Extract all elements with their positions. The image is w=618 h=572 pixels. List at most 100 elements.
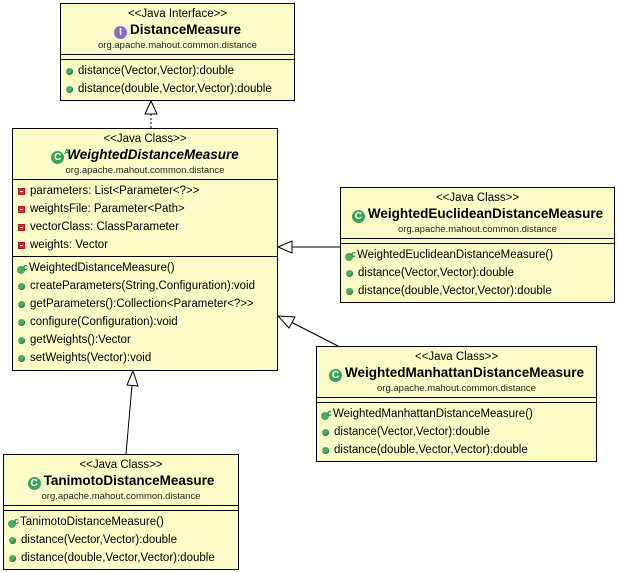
method-signature: distance(double,Vector,Vector):double xyxy=(78,83,272,95)
attribute-row[interactable]: parameters: List<Parameter<?>> xyxy=(17,182,277,200)
public-method-icon xyxy=(322,428,329,436)
method-signature: WeightedEuclideanDistanceMeasure() xyxy=(357,249,554,261)
method-row[interactable]: distance(Vector,Vector):double xyxy=(8,531,238,549)
attribute-row[interactable]: weightsFile: Parameter<Path> xyxy=(17,200,277,218)
method-signature: WeightedDistanceMeasure() xyxy=(29,262,175,274)
public-method-icon xyxy=(18,354,25,362)
private-field-icon xyxy=(18,205,25,213)
attribute-signature: weightsFile: Parameter<Path> xyxy=(30,203,185,215)
method-signature: WeightedManhattanDistanceMeasure() xyxy=(333,408,533,420)
method-row[interactable]: distance(Vector,Vector):double xyxy=(345,264,614,282)
constructor-icon xyxy=(8,512,19,530)
class-header: <<Java Class>> CWeightedDistanceMeasure … xyxy=(13,129,277,180)
public-method-icon xyxy=(66,67,73,75)
attribute-row[interactable]: vectorClass: ClassParameter xyxy=(17,218,277,236)
method-row[interactable]: distance(Vector,Vector):double xyxy=(65,62,294,80)
package-name: org.apache.mahout.common.distance xyxy=(377,383,536,394)
methods-compartment: distance(Vector,Vector):double distance(… xyxy=(61,60,294,100)
method-row[interactable]: createParameters(String,Configuration):v… xyxy=(17,277,277,295)
constructor-icon xyxy=(345,245,356,263)
public-method-icon xyxy=(346,269,353,277)
stereotype-label: <<Java Class>> xyxy=(435,192,520,204)
methods-compartment: TanimotoDistanceMeasure() distance(Vecto… xyxy=(4,511,238,569)
method-signature: createParameters(String,Configuration):v… xyxy=(30,280,255,292)
method-row[interactable]: distance(Vector,Vector):double xyxy=(321,423,596,441)
class-name: WeightedEuclideanDistanceMeasure xyxy=(367,206,604,221)
attribute-signature: weights: Vector xyxy=(30,239,108,251)
class-icon: C xyxy=(27,477,41,490)
stereotype-label: <<Java Class>> xyxy=(79,459,163,471)
method-row[interactable]: WeightedEuclideanDistanceMeasure() xyxy=(345,245,614,264)
method-row[interactable]: distance(double,Vector,Vector):double xyxy=(345,282,614,300)
methods-compartment: WeightedManhattanDistanceMeasure() dista… xyxy=(317,403,596,461)
interface-icon: I xyxy=(113,26,127,39)
method-signature: distance(Vector,Vector):double xyxy=(358,267,514,279)
method-signature: getParameters():Collection<Parameter<?>> xyxy=(30,298,254,310)
method-signature: distance(double,Vector,Vector):double xyxy=(334,444,528,456)
stereotype-label: <<Java Class>> xyxy=(414,351,499,363)
constructor-icon xyxy=(17,258,28,276)
class-icon: C xyxy=(328,369,342,382)
class-icon: C xyxy=(351,210,365,223)
method-row[interactable]: WeightedDistanceMeasure() xyxy=(17,258,277,277)
stereotype-label: <<Java Class>> xyxy=(103,133,187,145)
method-signature: distance(Vector,Vector):double xyxy=(334,426,490,438)
method-row[interactable]: setWeights(Vector):void xyxy=(17,349,277,367)
method-signature: TanimotoDistanceMeasure() xyxy=(20,516,164,528)
public-method-icon xyxy=(9,554,16,562)
method-row[interactable]: distance(double,Vector,Vector):double xyxy=(8,549,238,567)
method-row[interactable]: getWeights():Vector xyxy=(17,331,277,349)
package-name: org.apache.mahout.common.distance xyxy=(65,165,225,176)
public-method-icon xyxy=(322,446,329,454)
method-row[interactable]: distance(double,Vector,Vector):double xyxy=(321,441,596,459)
attributes-compartment xyxy=(341,239,614,244)
class-name: WeightedDistanceMeasure xyxy=(67,147,239,162)
generalization-arrow-euclidean xyxy=(276,240,340,254)
private-field-icon xyxy=(18,241,25,249)
attributes-compartment xyxy=(317,398,596,403)
realization-arrow-weighted-to-interface xyxy=(144,99,158,128)
constructor-icon xyxy=(321,404,332,422)
class-name: DistanceMeasure xyxy=(129,22,242,37)
package-name: org.apache.mahout.common.distance xyxy=(41,491,201,502)
private-field-icon xyxy=(18,223,25,231)
method-row[interactable]: getParameters():Collection<Parameter<?>> xyxy=(17,295,277,313)
class-name: TanimotoDistanceMeasure xyxy=(43,473,215,488)
public-method-icon xyxy=(18,336,25,344)
public-method-icon xyxy=(346,287,353,295)
method-row[interactable]: TanimotoDistanceMeasure() xyxy=(8,512,238,531)
method-row[interactable]: distance(double,Vector,Vector):double xyxy=(65,80,294,98)
method-row[interactable]: WeightedManhattanDistanceMeasure() xyxy=(321,404,596,423)
stereotype-label: <<Java Interface>> xyxy=(127,8,228,20)
method-signature: setWeights(Vector):void xyxy=(30,352,152,364)
abstract-class-icon: C xyxy=(51,146,69,164)
package-name: org.apache.mahout.common.distance xyxy=(398,224,557,235)
public-method-icon xyxy=(18,282,25,290)
methods-compartment: WeightedDistanceMeasure() createParamete… xyxy=(13,257,277,369)
class-box-weighted-distance-measure[interactable]: <<Java Class>> CWeightedDistanceMeasure … xyxy=(12,128,278,371)
method-row[interactable]: configure(Configuration):void xyxy=(17,313,277,331)
attributes-compartment xyxy=(61,55,294,60)
method-signature: distance(Vector,Vector):double xyxy=(78,65,234,77)
attributes-compartment: parameters: List<Parameter<?>> weightsFi… xyxy=(13,180,277,257)
generalization-arrow-tanimoto xyxy=(125,369,139,455)
public-method-icon xyxy=(66,85,73,93)
package-name: org.apache.mahout.common.distance xyxy=(98,40,257,51)
attribute-row[interactable]: weights: Vector xyxy=(17,236,277,254)
class-title: CWeightedDistanceMeasure xyxy=(13,146,277,164)
method-signature: distance(double,Vector,Vector):double xyxy=(358,285,552,297)
class-name: WeightedManhattanDistanceMeasure xyxy=(344,365,585,380)
public-method-icon xyxy=(9,536,16,544)
